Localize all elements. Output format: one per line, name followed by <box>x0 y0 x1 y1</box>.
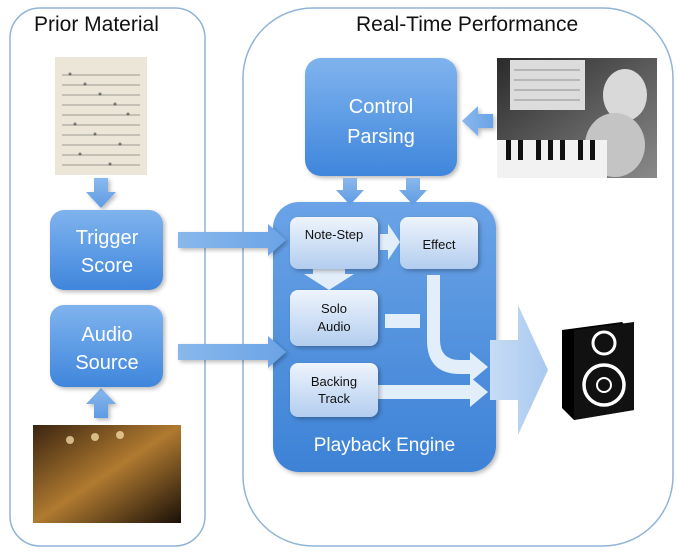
arrow-backing-to-output <box>378 377 488 407</box>
backing-track-label: Backing Track <box>310 374 358 406</box>
arrow-effect-to-output <box>427 275 488 382</box>
arrow-control-to-notestep <box>336 178 364 205</box>
note-step-label: Note-Step <box>304 227 364 242</box>
arrow-piano-to-control <box>462 106 493 136</box>
effect-label: Effect <box>422 237 456 252</box>
real-time-performance-panel <box>242 7 674 547</box>
arrow-output <box>490 305 548 435</box>
arrow-trigger-to-notestep <box>178 224 286 256</box>
trigger-score-label: Trigger Score <box>75 227 139 277</box>
audio-source-label: Audio Source <box>75 324 139 374</box>
arrow-sheet-to-trigger <box>86 178 116 208</box>
playback-engine-label: Playback Engine <box>313 435 456 456</box>
audio-source-block <box>50 305 163 387</box>
arrow-notestep-to-effect <box>380 224 400 260</box>
child-at-piano-photo <box>497 58 657 178</box>
solo-audio-label: Solo Audio <box>317 301 351 334</box>
control-parsing-block <box>305 58 457 176</box>
prior-material-panel <box>9 7 206 547</box>
arrow-control-to-effect <box>399 178 427 205</box>
effect-block <box>400 217 478 269</box>
synthesizer-keyboard-photo <box>33 425 181 523</box>
real-time-performance-heading: Real-Time Performance <box>356 13 579 36</box>
backing-track-block <box>290 363 378 417</box>
speaker-icon <box>562 322 634 420</box>
note-step-block <box>290 217 378 269</box>
solo-output-stub <box>385 314 420 328</box>
sheet-music-photo <box>55 57 147 175</box>
prior-material-heading: Prior Material <box>34 13 159 36</box>
solo-audio-block <box>290 290 378 346</box>
trigger-score-block <box>50 210 163 290</box>
control-parsing-label: Control Parsing <box>347 96 415 148</box>
arrow-synth-to-audio <box>86 388 116 418</box>
arrow-notestep-to-solo <box>304 268 354 290</box>
arrow-audio-to-solo <box>178 336 286 368</box>
